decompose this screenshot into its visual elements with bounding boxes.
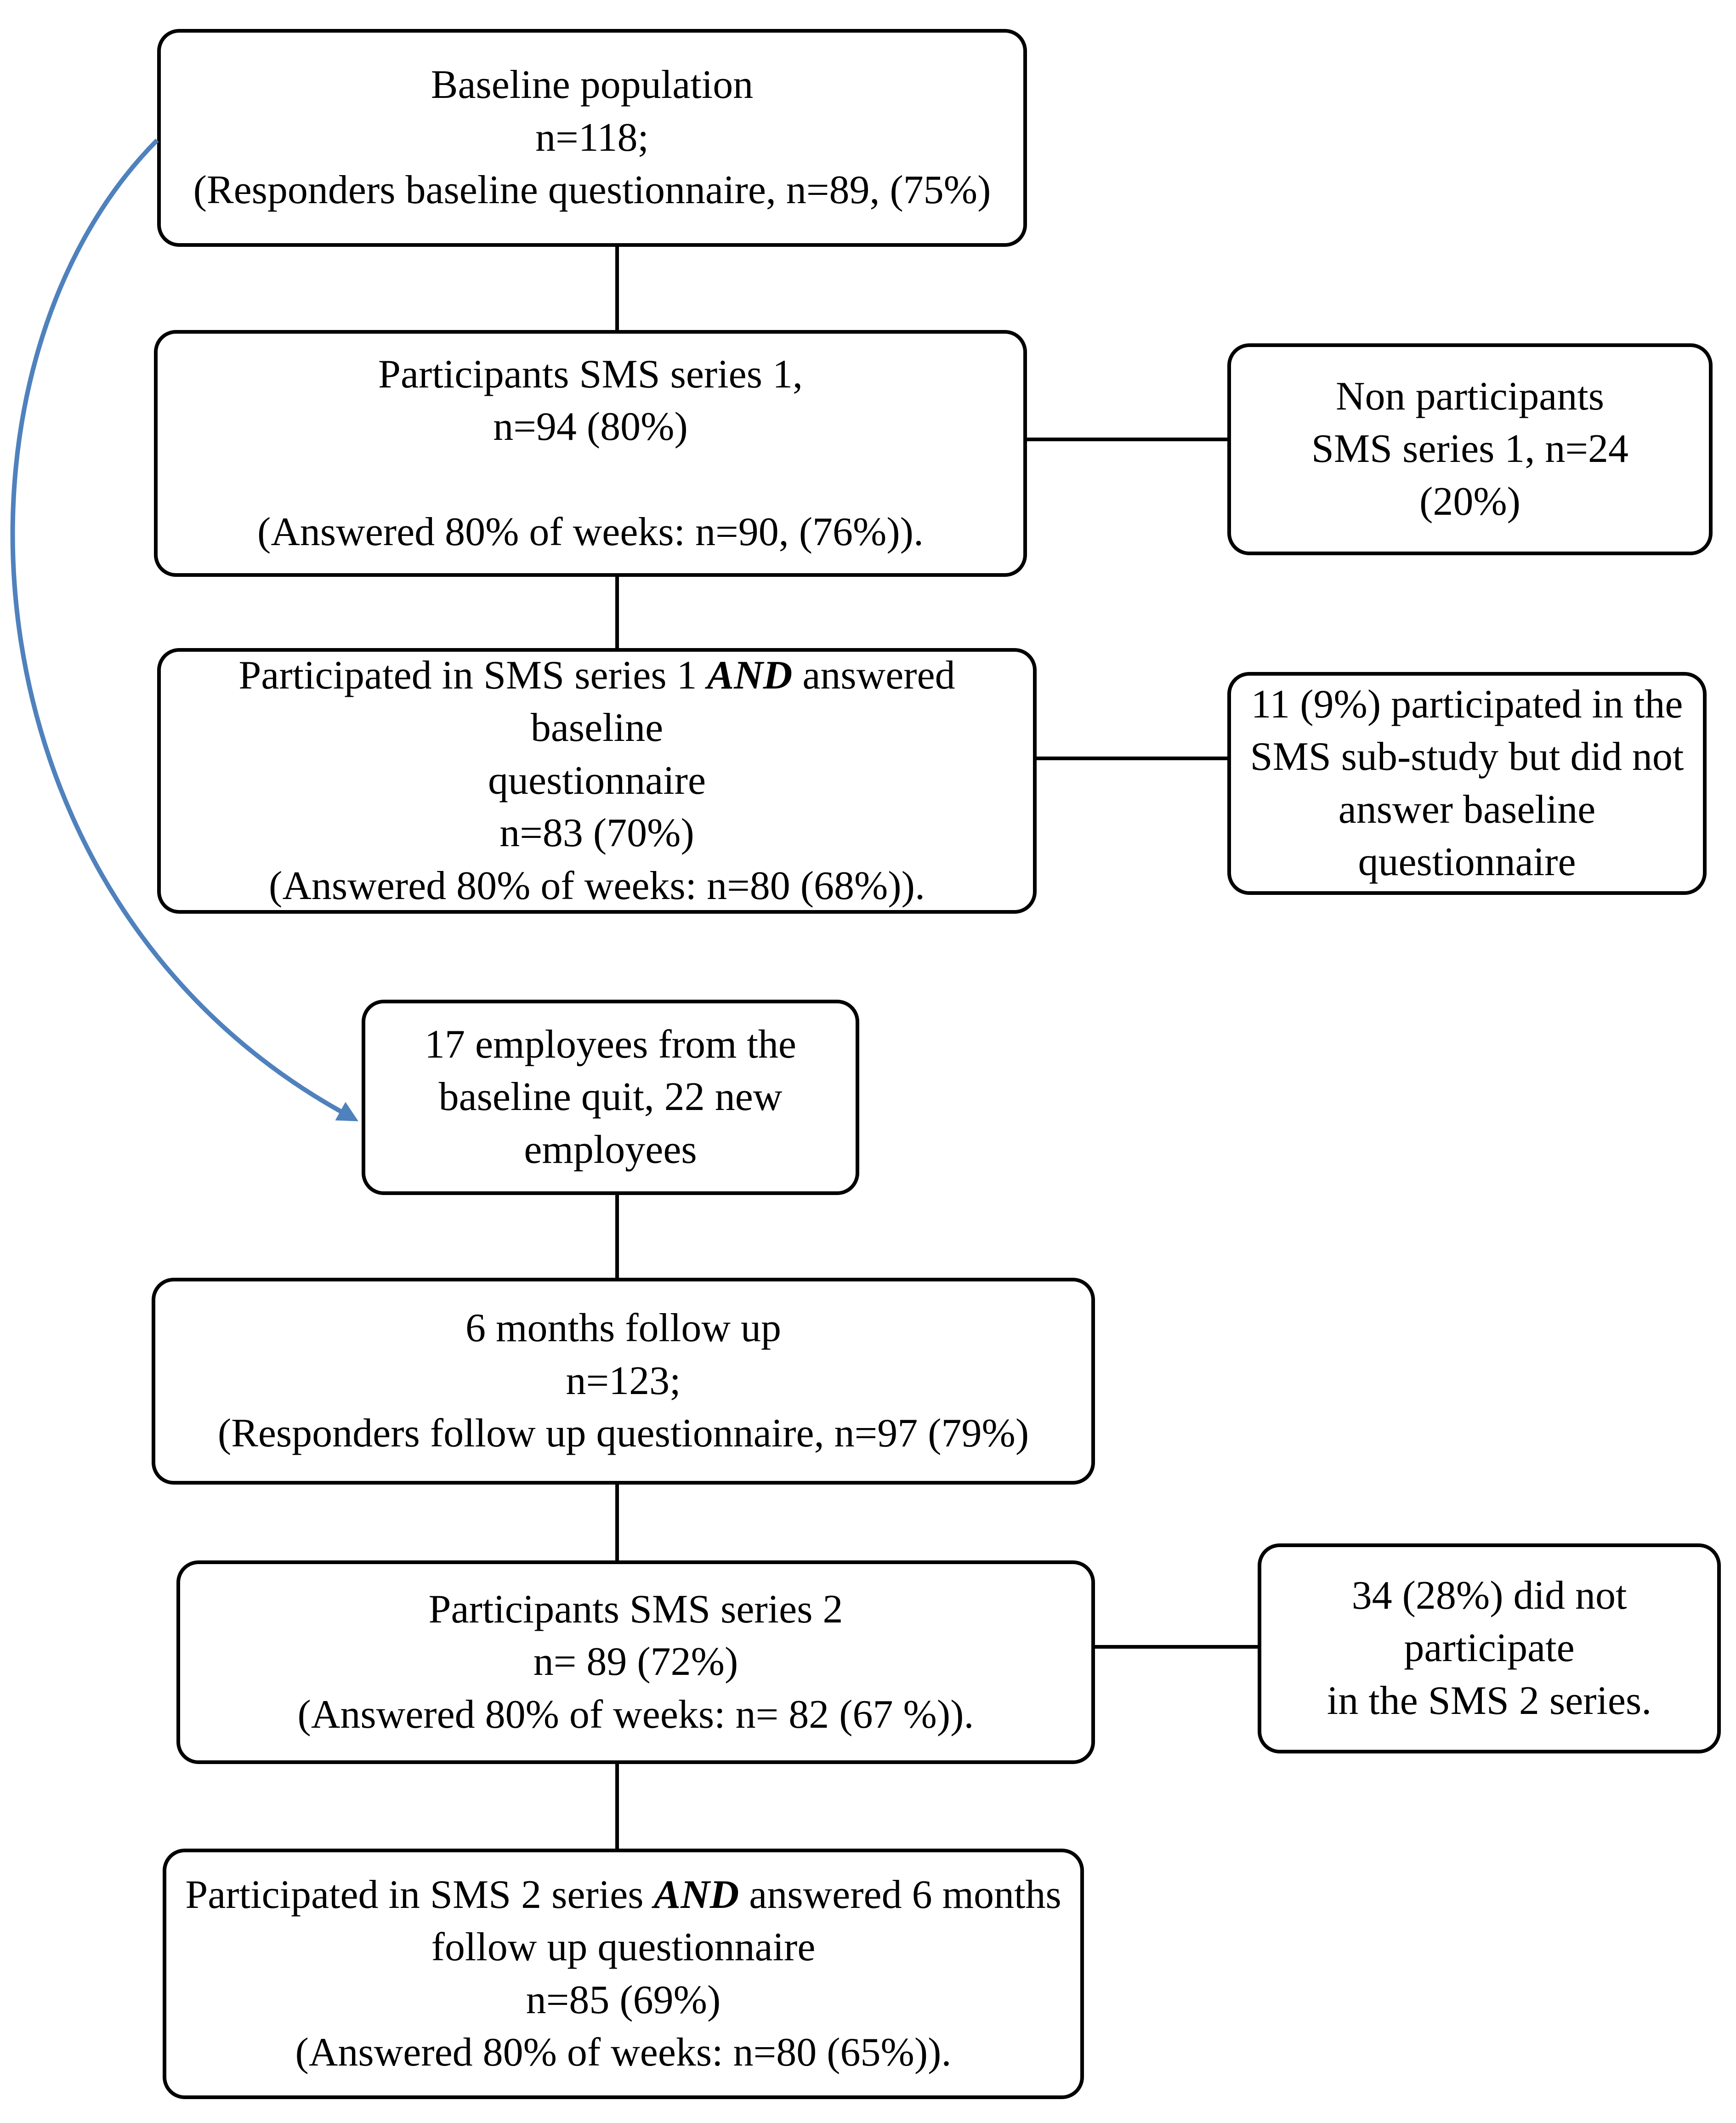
text-segment: Participated in SMS series 1	[238, 653, 707, 698]
connector-baseline-to-sms1	[615, 244, 619, 333]
text-line: Participants SMS series 2	[428, 1587, 843, 1632]
connector-turnover-to-followup	[615, 1191, 619, 1281]
connector-followup-to-sms2	[615, 1481, 619, 1564]
text-line: Participated in SMS series 1 AND answere…	[179, 649, 1015, 755]
text-line: answer baseline questionnaire	[1338, 787, 1596, 884]
text-line: employees	[524, 1127, 697, 1172]
text-line: Participants SMS series 1,	[378, 352, 803, 397]
text-line: in the SMS 2 series.	[1327, 1678, 1652, 1723]
box-employee-turnover: 17 employees from the baseline quit, 22 …	[362, 1000, 859, 1195]
text-segment: Participated in SMS 2 series	[185, 1872, 654, 1917]
text-line: (Answered 80% of weeks: n=90, (76%)).	[257, 509, 924, 554]
text-line: Baseline population	[431, 63, 754, 108]
connector-sms2-to-sms2and	[615, 1760, 619, 1852]
and-emphasis: AND	[653, 1872, 739, 1917]
text-line	[176, 454, 1005, 506]
text-line: n=118;	[535, 115, 649, 160]
text-line: 11 (9%) participated in the	[1251, 682, 1683, 727]
box-nonparticipants-sms2: 34 (28%) did not participate in the SMS …	[1258, 1543, 1721, 1753]
text-line: Non participants	[1335, 374, 1605, 419]
text-line: follow up questionnaire	[431, 1925, 816, 1970]
box-sms1-and-baseline: Participated in SMS series 1 AND answere…	[157, 648, 1037, 914]
text-line: (Answered 80% of weeks: n=80 (68%)).	[269, 863, 925, 908]
box-participants-sms1: Participants SMS series 1, n=94 (80%) (A…	[154, 330, 1027, 577]
box-participants-sms2: Participants SMS series 2 n= 89 (72%) (A…	[176, 1560, 1095, 1764]
box-nonparticipants-sms1: Non participants SMS series 1, n=24 (20%…	[1227, 343, 1713, 555]
box-sms2-and-followup: Participated in SMS 2 series AND answere…	[163, 1849, 1084, 2099]
connector-sms1and-to-substudy	[1033, 757, 1231, 760]
box-baseline-population: Baseline population n=118; (Responders b…	[157, 29, 1027, 247]
box-6-months-followup: 6 months follow up n=123; (Responders fo…	[152, 1278, 1095, 1485]
text-line: SMS sub-study but did not	[1250, 734, 1684, 780]
text-line: (Answered 80% of weeks: n= 82 (67 %)).	[297, 1692, 974, 1737]
text-segment: answered baseline	[530, 653, 955, 751]
and-emphasis: AND	[707, 653, 793, 698]
text-segment: answered 6 months	[739, 1872, 1061, 1917]
text-line: n= 89 (72%)	[533, 1639, 738, 1685]
connector-sms1-to-nonparticipants1	[1023, 438, 1231, 441]
text-line: n=94 (80%)	[493, 404, 688, 450]
text-line: baseline quit, 22 new	[438, 1075, 783, 1120]
text-line: SMS series 1, n=24	[1311, 427, 1629, 472]
text-line: n=123;	[566, 1358, 681, 1403]
text-line: (Responders follow up questionnaire, n=9…	[217, 1411, 1029, 1456]
text-line: (Responders baseline questionnaire, n=89…	[193, 168, 991, 213]
text-line: (Answered 80% of weeks: n=80 (65%)).	[295, 2030, 952, 2075]
connector-sms2-to-nonparticipants2	[1091, 1645, 1261, 1649]
text-line: n=85 (69%)	[526, 1977, 721, 2022]
text-line: (20%)	[1419, 479, 1520, 524]
text-line: n=83 (70%)	[499, 811, 694, 856]
box-sms-substudy-only: 11 (9%) participated in the SMS sub-stud…	[1227, 672, 1707, 895]
text-line: 17 employees from the	[425, 1022, 796, 1067]
connector-sms1-to-sms1and	[615, 574, 619, 651]
curved-arrow-path	[10, 138, 358, 1121]
text-line: 6 months follow up	[465, 1306, 781, 1351]
text-line: 34 (28%) did not participate	[1351, 1573, 1627, 1671]
text-line: questionnaire	[488, 758, 706, 803]
text-line: Participated in SMS 2 series AND answere…	[185, 1869, 1062, 1921]
